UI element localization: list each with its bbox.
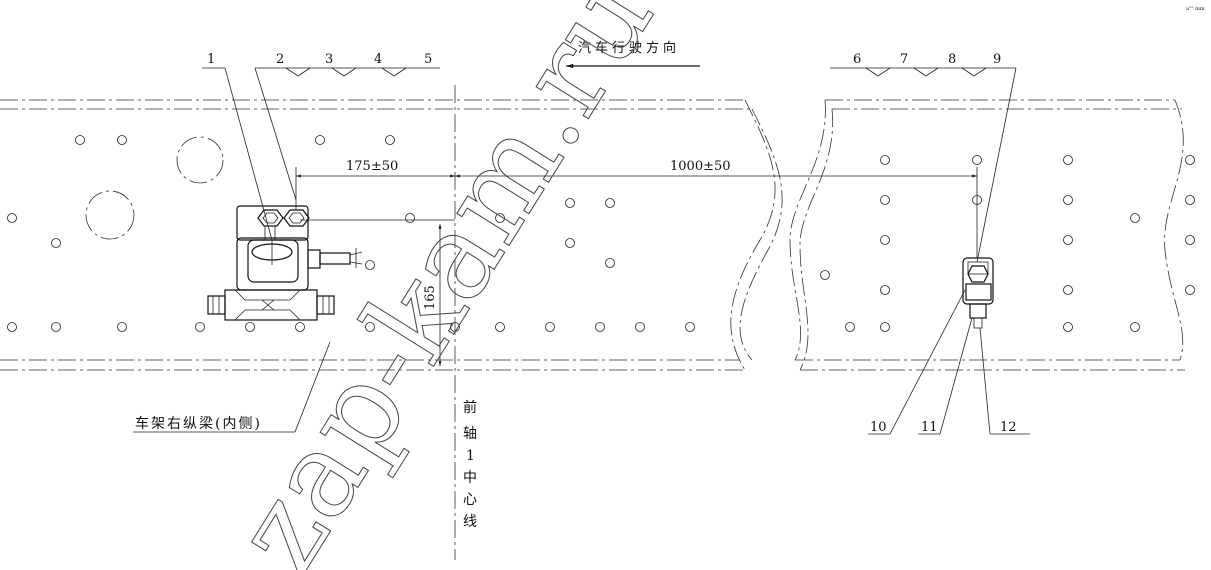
rail-hole <box>1063 285 1073 295</box>
rail-hole <box>51 322 61 332</box>
axle-label-char: 中 <box>463 470 477 486</box>
rail-hole <box>880 322 890 332</box>
callout-7: 7 <box>900 52 908 67</box>
rail-hole <box>565 238 575 248</box>
frame-rail-right <box>789 99 1185 371</box>
rail-hole <box>1185 195 1195 205</box>
rail-hole <box>495 322 505 332</box>
rail-hole <box>1185 235 1195 245</box>
sensor-assembly <box>962 257 994 329</box>
rail-hole <box>405 213 415 223</box>
rail-hole <box>595 322 605 332</box>
dimension-right-offset: 1000±50 <box>455 159 978 258</box>
rail-hole <box>315 135 325 145</box>
rail-hole <box>605 258 615 268</box>
rail-hole <box>495 213 505 223</box>
rail-hole <box>880 235 890 245</box>
rail-hole <box>685 322 695 332</box>
dimension-vertical-offset: 165 <box>300 219 455 366</box>
callout-8: 8 <box>948 52 956 67</box>
rail-hole <box>635 322 645 332</box>
rail-hole <box>1130 322 1140 332</box>
rail-holes <box>7 135 1195 332</box>
rail-hole <box>545 322 555 332</box>
direction-label: 汽车行驶方向 <box>578 40 680 56</box>
rail-hole <box>1185 285 1195 295</box>
callout-12: 12 <box>1000 420 1017 435</box>
rail-hole <box>1063 235 1073 245</box>
rail-hole <box>1063 155 1073 165</box>
callout-1: 1 <box>207 52 215 67</box>
rail-hole <box>1063 322 1073 332</box>
axle-label-char: 心 <box>463 492 477 508</box>
rail-hole <box>605 198 615 208</box>
dimension-left-offset: 175±50 <box>295 159 455 210</box>
axle-label-char: 轴 <box>463 426 477 442</box>
frame-label-group: 车架右纵梁(内侧) <box>133 341 331 433</box>
rail-hole <box>245 322 255 332</box>
watermark: zap-kam.ru <box>206 0 680 570</box>
callout-numbers: 1 2 3 4 5 6 7 8 9 10 11 12 <box>207 52 1017 435</box>
rail-hole <box>7 322 17 332</box>
dimension-vertical-offset-label: 165 <box>423 285 438 310</box>
rail-hole <box>385 135 395 145</box>
frame-label: 车架右纵梁(内侧) <box>135 415 262 432</box>
rail-hole <box>565 198 575 208</box>
rail-hole <box>880 155 890 165</box>
callout-11: 11 <box>921 420 938 435</box>
rail-hole <box>1063 195 1073 205</box>
callout-6: 6 <box>853 52 861 67</box>
callout-3: 3 <box>325 52 333 67</box>
callout-9: 9 <box>993 52 1001 67</box>
axle-label-char: 前 <box>463 399 477 416</box>
rail-hole <box>880 285 890 295</box>
rail-hole <box>295 322 305 332</box>
rail-hole <box>1130 213 1140 223</box>
rail-hole <box>7 213 17 223</box>
rail-hole <box>820 270 830 280</box>
rail-hole <box>365 322 375 332</box>
axle-label-char: 线 <box>463 514 477 530</box>
rail-hole <box>845 322 855 332</box>
rail-hole <box>117 322 127 332</box>
rail-hole <box>880 195 890 205</box>
watermark-text: zap-kam.ru <box>207 0 680 570</box>
callout-4: 4 <box>374 52 382 67</box>
rail-large-hole <box>176 136 224 184</box>
frame-rail-left <box>0 99 783 371</box>
rail-hole <box>972 155 982 165</box>
rail-hole <box>117 135 127 145</box>
callout-10: 10 <box>870 420 887 435</box>
callout-2: 2 <box>276 52 284 67</box>
axle-label-char: 1 <box>466 448 475 464</box>
dimension-right-offset-label: 1000±50 <box>670 159 731 174</box>
rail-hole <box>365 260 375 270</box>
solenoid-valve-assembly <box>207 205 363 321</box>
corner-mark: a"" mm <box>1186 6 1205 12</box>
rail-large-hole <box>85 190 135 240</box>
callout-group-left <box>202 67 440 241</box>
callout-5: 5 <box>424 52 432 67</box>
callout-group-right <box>830 67 1030 435</box>
rail-hole <box>1185 155 1195 165</box>
rail-hole <box>75 135 85 145</box>
rail-hole <box>195 322 205 332</box>
axle-label: 前 轴 1 中 心 线 <box>463 399 477 530</box>
rail-hole <box>51 238 61 248</box>
dimension-left-offset-label: 175±50 <box>346 159 398 174</box>
